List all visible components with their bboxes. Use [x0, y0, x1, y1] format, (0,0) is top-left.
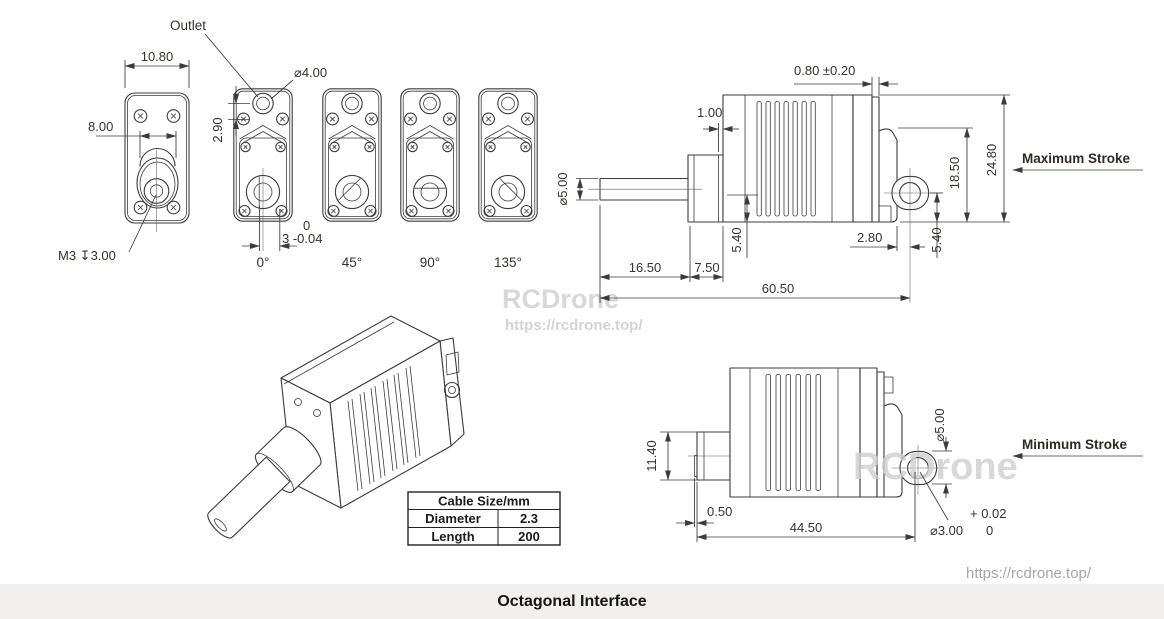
front-view-135deg — [478, 88, 538, 222]
dim-hole-height: 18.50 — [947, 157, 962, 190]
dim-outlet-dia: ⌀4.00 — [294, 65, 327, 80]
watermark-brand: RCDrone — [502, 284, 619, 314]
front-view-45deg — [322, 88, 382, 222]
center-watermark: RCDrone https://rcdrone.top/ — [502, 284, 643, 334]
angle-label-45: 45° — [342, 255, 362, 270]
dim-flat: 3 -0.04 — [282, 231, 322, 246]
outlet-label: Outlet — [170, 18, 206, 33]
dim-hole-dia: ⌀3.00 — [930, 523, 963, 538]
dim-slot-width: 8.00 — [88, 119, 113, 134]
cable-size-table: Cable Size/mm Diameter 2.3 Length 200 — [407, 491, 561, 546]
watermark-url: https://rcdrone.top/ — [505, 317, 643, 334]
dim-flat-tol-upper: 0 — [303, 218, 310, 233]
dim-flange-thickness: 0.80 ±0.20 — [794, 63, 855, 78]
cable-table-header: Cable Size/mm — [438, 494, 530, 509]
front-view-labels: Outlet ⌀4.00 2.90 0 3 -0.04 0° 45° 90° 1… — [170, 18, 522, 270]
maximum-stroke-label: Maximum Stroke — [1022, 151, 1131, 166]
dim-nose-length: 7.50 — [694, 260, 719, 275]
dim-step: 1.00 — [697, 105, 722, 120]
cable-table-row0-value: 2.3 — [520, 511, 538, 526]
minimum-stroke-label: Minimum Stroke — [1022, 437, 1128, 452]
dim-hole-tol-upper: + 0.02 — [970, 506, 1007, 521]
dim-thread-depth: M3 ↧3.00 — [58, 248, 116, 263]
dim-eye-offset: 2.80 — [857, 230, 882, 245]
front-view-0deg — [233, 88, 293, 251]
dim-body-length: 44.50 — [790, 520, 823, 535]
front-view-side — [124, 92, 190, 232]
dim-overall-width: 10.80 — [141, 49, 174, 64]
dim-rod-dia: ⌀5.00 — [555, 172, 570, 205]
dim-hole-tol-lower: 0 — [986, 523, 993, 538]
dim-rod-protrusion: 0.50 — [707, 504, 732, 519]
front-view-90deg — [400, 88, 460, 222]
dim-stroke-length: 16.50 — [629, 260, 662, 275]
cable-table-row1-label: Length — [431, 529, 474, 544]
footer-bar: Octagonal Interface — [0, 584, 1164, 619]
dim-outlet-offset: 2.90 — [210, 117, 225, 142]
angle-label-135: 135° — [494, 255, 522, 270]
dim-total-height: 24.80 — [984, 144, 999, 177]
page-title: Octagonal Interface — [497, 593, 646, 610]
min-stroke-dims: 11.40 ⌀5.00 0.50 44.50 + 0.02 ⌀3.00 0 Mi… — [644, 408, 1143, 542]
dim-total-length: 60.50 — [762, 281, 795, 296]
dim-eye-clearance: 5.40 — [929, 227, 944, 252]
angle-label-90: 90° — [420, 255, 440, 270]
dim-eye-dia: ⌀5.00 — [932, 408, 947, 441]
max-stroke-dims: 0.80 ±0.20 1.00 ⌀5.00 18.50 24.80 Maximu… — [555, 63, 1143, 303]
cable-table-row1-value: 200 — [518, 529, 540, 544]
dim-nose-height: 11.40 — [644, 440, 659, 472]
cable-table-row0-label: Diameter — [425, 511, 481, 526]
angle-label-0: 0° — [257, 255, 270, 270]
dim-rod-clearance: 5.40 — [729, 227, 744, 252]
isometric-view — [207, 315, 465, 539]
min-stroke-drawing — [688, 367, 948, 498]
watermark-brand-right: RCDrone — [853, 446, 1018, 488]
front-view-side-dims: 10.80 8.00 M3 ↧3.00 — [58, 49, 190, 263]
watermark-url-bottom: https://rcdrone.top/ — [966, 565, 1092, 582]
